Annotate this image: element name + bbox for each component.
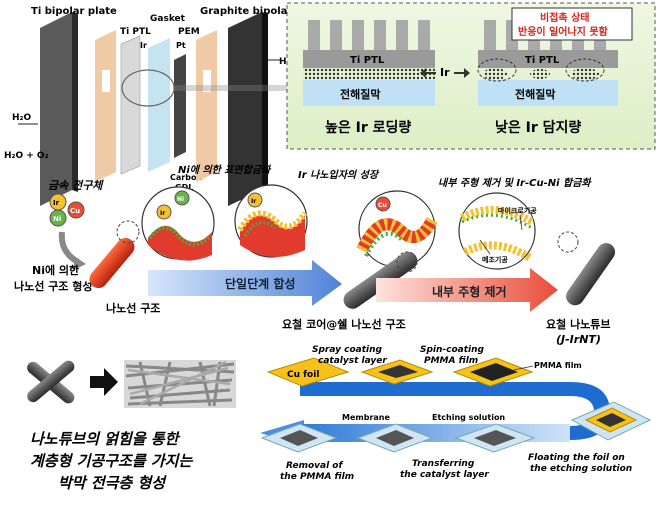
gasket-right [196, 30, 217, 182]
high-loading-schematic: Ti PTL 전해질막 e⁻ 높은 Ir 로딩량 [303, 20, 435, 136]
graphite-plate [228, 12, 262, 206]
removal-label-2: the PMMA film [280, 472, 354, 482]
micropore-label: 마이크로기공 [498, 206, 537, 215]
left-electrolyte: 전해질막 [340, 87, 380, 101]
carbon-gdl [174, 54, 186, 158]
caption-line-2: 계층형 기공구조를 가지는 [30, 452, 193, 470]
etching-label: Etching solution [432, 413, 505, 422]
nanotube-label: 요철 나노튜브 [546, 317, 611, 331]
right-electrolyte: 전해질막 [515, 87, 555, 101]
step-ir-growth: Ir 나노입자의 성장 [298, 169, 380, 181]
nanotube [566, 243, 616, 306]
circle1-ni: Ni [177, 196, 184, 203]
gasket-left [95, 30, 116, 182]
spin-label-1: Spin-coating [420, 345, 485, 355]
ir-label: Ir [140, 41, 147, 50]
left-ti-ptl: Ti PTL [350, 55, 385, 66]
step-internal: 내부 주형 제거 및 Ir-Cu-Ni 합금화 [438, 177, 592, 189]
ti-bipolar-plate [40, 12, 72, 206]
callout-line-1: 비접촉 상태 [540, 11, 589, 24]
caption-line-3: 박막 전극층 형성 [58, 474, 167, 492]
tile-cu-foil [266, 357, 350, 387]
ion-cu-text: Cu [70, 207, 80, 215]
membrane-label: Membrane [342, 413, 390, 422]
transfer-label-2: the catalyst layer [400, 470, 489, 480]
right-ti-ptl: Ti PTL [525, 55, 560, 66]
step-surface-alloy: Ni에 의한 표면합금화 [178, 164, 272, 176]
callout-line-2: 반응이 일어나지 못함 [518, 25, 609, 38]
caption-line-1: 나노튜브의 얽힘을 통한 [30, 430, 181, 448]
high-loading-caption: 높은 Ir 로딩량 [325, 119, 411, 136]
arrow2-label: 내부 주형 제거 [432, 284, 507, 299]
cu-foil-label: Cu foil [287, 370, 319, 380]
pt-label: Pt [176, 41, 186, 50]
tile-etching [454, 423, 536, 453]
mesopore-label: 메조기공 [482, 255, 508, 264]
graphite-label: Graphite bipolar plate [200, 6, 325, 17]
h2o-label: H₂O [12, 113, 31, 123]
transfer-label-1: Transferring [412, 459, 475, 469]
low-loading-caption: 낮은 Ir 담지량 [495, 119, 581, 136]
pem-label: PEM [178, 27, 200, 37]
gasket-label: Gasket [150, 14, 186, 24]
tile-final [260, 423, 338, 453]
callout-box [511, 7, 633, 41]
h2o-o2-label: H₂O + O₂ [4, 151, 49, 161]
zoom-circle-1: Ni Ir [141, 186, 215, 261]
floating-label-2: the etching solution [530, 464, 632, 474]
entangled-mat [124, 360, 236, 408]
black-right-arrow [90, 368, 118, 396]
single-step-arrow: 단일단계 합성 [148, 260, 342, 306]
circle2-ir: Ir [251, 198, 256, 205]
tile-membrane [356, 423, 434, 453]
ti-ptl [120, 35, 141, 175]
spray-label-1: Spray coating [312, 345, 383, 355]
ir-middle-label: Ir [440, 66, 450, 79]
arrow1-label: 단일단계 합성 [225, 276, 295, 291]
metal-precursor-label: 금속 전구체 [48, 179, 104, 192]
ni-growth-line1: Ni에 의한 [32, 263, 79, 277]
ir-loading-inset: Ti PTL 전해질막 e⁻ 높은 Ir 로딩량 Ir Ti PTL 전해질막 … [286, 2, 656, 150]
circle1-ir: Ir [160, 210, 165, 217]
panel-a: Ti bipolar plate Ti PTL Gasket PEM Ir Pt… [4, 6, 325, 206]
ion-ni-text: Ni [53, 215, 61, 223]
tile-floating [570, 401, 652, 441]
ion-ni [49, 209, 67, 227]
ti-bipolar-label: Ti bipolar plate [31, 6, 117, 17]
spray-label-2: catalyst layer [318, 356, 387, 366]
ti-ptl-label: Ti PTL [120, 27, 151, 37]
magnifier-ellipse [121, 69, 175, 107]
floating-label-1: Floating the foil on [528, 453, 625, 463]
crossed-nanotubes [27, 360, 75, 404]
nanowire-label: 나노선 구조 [106, 301, 160, 315]
spin-label-2: PMMA film [424, 356, 478, 366]
core-shell-label: 요철 코어@쉘 나노선 구조 [282, 317, 406, 331]
panel-c: 나노튜브의 얽힘을 통한 계층형 기공구조를 가지는 박막 전극층 형성 Cu … [27, 345, 652, 492]
red-nanowire [89, 237, 135, 289]
ion-cu [67, 201, 85, 219]
zoom-circle-2: Ir [234, 184, 308, 258]
pmma-film-label: PMMA film [534, 361, 582, 370]
low-loading-schematic: Ti PTL 전해질막 낮은 Ir 담지량 비접촉 상태 반응이 일어나지 못함 [477, 7, 633, 136]
panel-b: 금속 전구체 Ir Ni Cu Ni에 의한 나노선 구조 형성 나노선 구조 … [14, 164, 616, 346]
carbon-label: Carbon [170, 173, 202, 182]
zoom-circle-4: 마이크로기공 메조기공 [458, 192, 537, 270]
circle3-cu: Cu [378, 202, 387, 209]
left-electron: e⁻ [340, 69, 349, 78]
jirnt-label: (J-IrNT) [556, 333, 601, 346]
zoom-circle-3: Cu [356, 190, 438, 268]
ion-ir-text: Ir [53, 199, 60, 207]
removal-label-1: Removal of [286, 461, 343, 471]
ni-growth-line2: 나노선 구조 형성 [14, 279, 93, 293]
template-removal-arrow: 내부 주형 제거 [376, 268, 558, 312]
